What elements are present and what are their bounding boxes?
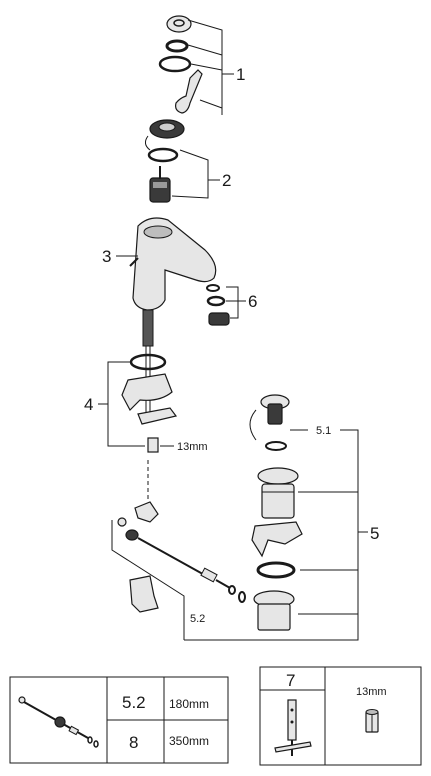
- o-ring-large: [158, 55, 192, 73]
- tool-id: 7: [286, 671, 295, 690]
- drain-body: [261, 483, 295, 519]
- row-2-length: 350mm: [169, 734, 209, 748]
- group-5-2-popup-rod: 5.2: [111, 501, 246, 640]
- row-2-id: 8: [129, 733, 138, 752]
- rod-seal-1: [228, 585, 236, 595]
- callout-4-size: 13mm: [177, 441, 208, 453]
- lever: [175, 69, 203, 114]
- callout-3: 3: [102, 247, 111, 266]
- rod-length-table: 5.2 180mm 8 350mm: [9, 676, 229, 764]
- spring-clip: [129, 575, 159, 613]
- group-1-cap-and-lever: 1: [158, 15, 245, 115]
- horizontal-rod: [137, 537, 211, 579]
- faucet-body: [132, 217, 217, 311]
- callout-5-1: 5.1: [316, 425, 331, 437]
- group-3-faucet-body: 3: [102, 217, 217, 420]
- callout-5: 5: [370, 524, 379, 543]
- stopper-seal: [265, 441, 287, 451]
- cartridge: [149, 177, 171, 203]
- group-2-cartridge: 2: [144, 119, 231, 203]
- aerator: [208, 312, 230, 326]
- aerator-ring: [206, 295, 226, 307]
- mounting-bracket: [121, 373, 173, 411]
- flexible-hose: [142, 309, 154, 347]
- group-5-drain: 5.1 5: [184, 394, 379, 641]
- tool-table: 7 13mm: [259, 666, 422, 766]
- rod-ball: [125, 529, 139, 541]
- drain-o-ring: [256, 561, 296, 579]
- group-4-mounting-set: 4 13mm: [84, 353, 208, 500]
- rod-seal-2: [238, 591, 246, 603]
- drain-tailpiece: [257, 603, 291, 631]
- group-6-aerator: 6: [206, 284, 257, 326]
- nut-size-label: 13mm: [356, 686, 387, 698]
- mounting-gasket: [129, 353, 167, 371]
- drain-gasket: [251, 521, 303, 558]
- row-1-id: 5.2: [122, 693, 146, 712]
- mounting-nut: [147, 437, 159, 453]
- callout-5-2: 5.2: [190, 613, 205, 625]
- aerator-washer: [206, 284, 220, 292]
- callout-4: 4: [84, 395, 93, 414]
- mounting-plate: [137, 407, 178, 425]
- callout-6: 6: [248, 292, 257, 311]
- callout-2: 2: [222, 171, 231, 190]
- o-ring-cartridge: [147, 147, 179, 163]
- drain-flange: [257, 467, 299, 485]
- row-1-length: 180mm: [169, 697, 209, 711]
- hex-nut-icon: [365, 709, 379, 733]
- cap: [166, 15, 192, 33]
- wrench-tool-icon: [274, 699, 312, 756]
- popup-rod-icon: [18, 696, 99, 748]
- o-ring-small: [165, 39, 189, 53]
- callout-1: 1: [236, 65, 245, 84]
- linkage-bracket: [134, 501, 159, 523]
